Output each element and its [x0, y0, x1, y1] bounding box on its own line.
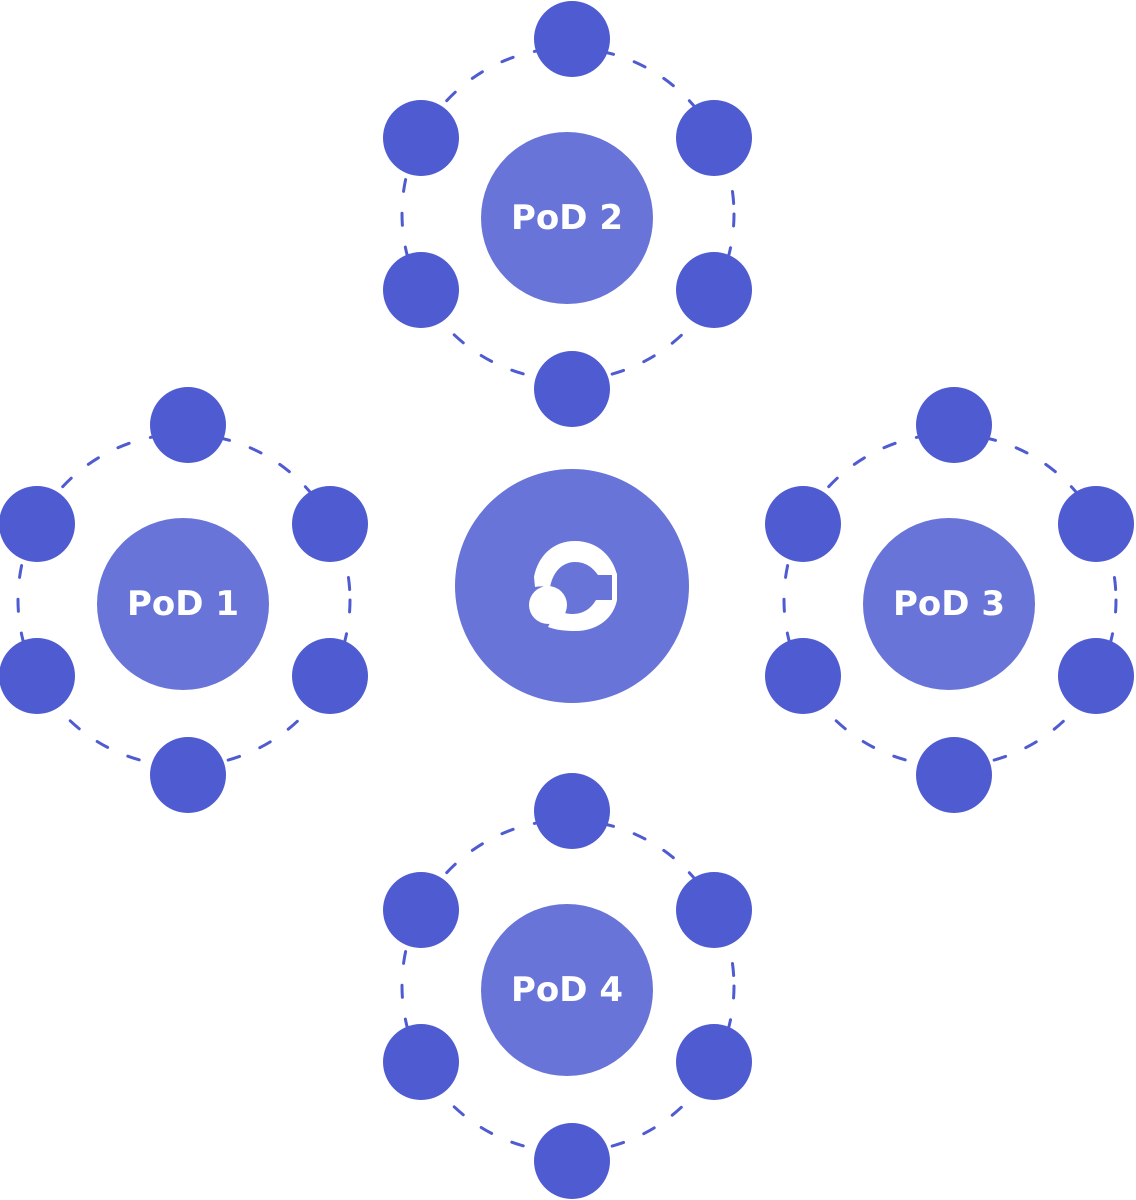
pod-node	[383, 1024, 459, 1100]
pod-node	[383, 872, 459, 948]
logo-c-icon	[529, 541, 617, 631]
pod-node	[765, 486, 841, 562]
pod-2: PoD 2	[383, 1, 752, 427]
pod-core	[481, 904, 653, 1076]
pod-node	[676, 252, 752, 328]
pod-node	[534, 773, 610, 849]
pod-node	[916, 737, 992, 813]
pod-core	[481, 132, 653, 304]
pod-node	[676, 872, 752, 948]
pod-node	[383, 252, 459, 328]
pod-node	[534, 351, 610, 427]
pod-label: PoD 4	[511, 970, 623, 1010]
pod-node	[916, 387, 992, 463]
pod-core	[97, 518, 269, 690]
pod-4: PoD 4	[383, 773, 752, 1199]
pod-node	[0, 638, 75, 714]
pod-node	[292, 638, 368, 714]
pod-core	[863, 518, 1035, 690]
pod-label: PoD 2	[511, 198, 623, 238]
pod-node	[534, 1, 610, 77]
pod-label: PoD 3	[893, 584, 1005, 624]
hub	[455, 469, 689, 703]
pod-node	[383, 100, 459, 176]
pod-node	[1058, 486, 1134, 562]
pod-label: PoD 1	[127, 584, 239, 624]
pod-node	[676, 100, 752, 176]
pod-node	[1058, 638, 1134, 714]
pod-3: PoD 3	[765, 387, 1134, 813]
pod-node	[676, 1024, 752, 1100]
pod-node	[150, 737, 226, 813]
hub-circle	[455, 469, 689, 703]
pod-1: PoD 1	[0, 387, 368, 813]
pod-node	[765, 638, 841, 714]
pod-node	[292, 486, 368, 562]
pod-node	[534, 1123, 610, 1199]
pod-node	[150, 387, 226, 463]
pod-node	[0, 486, 75, 562]
